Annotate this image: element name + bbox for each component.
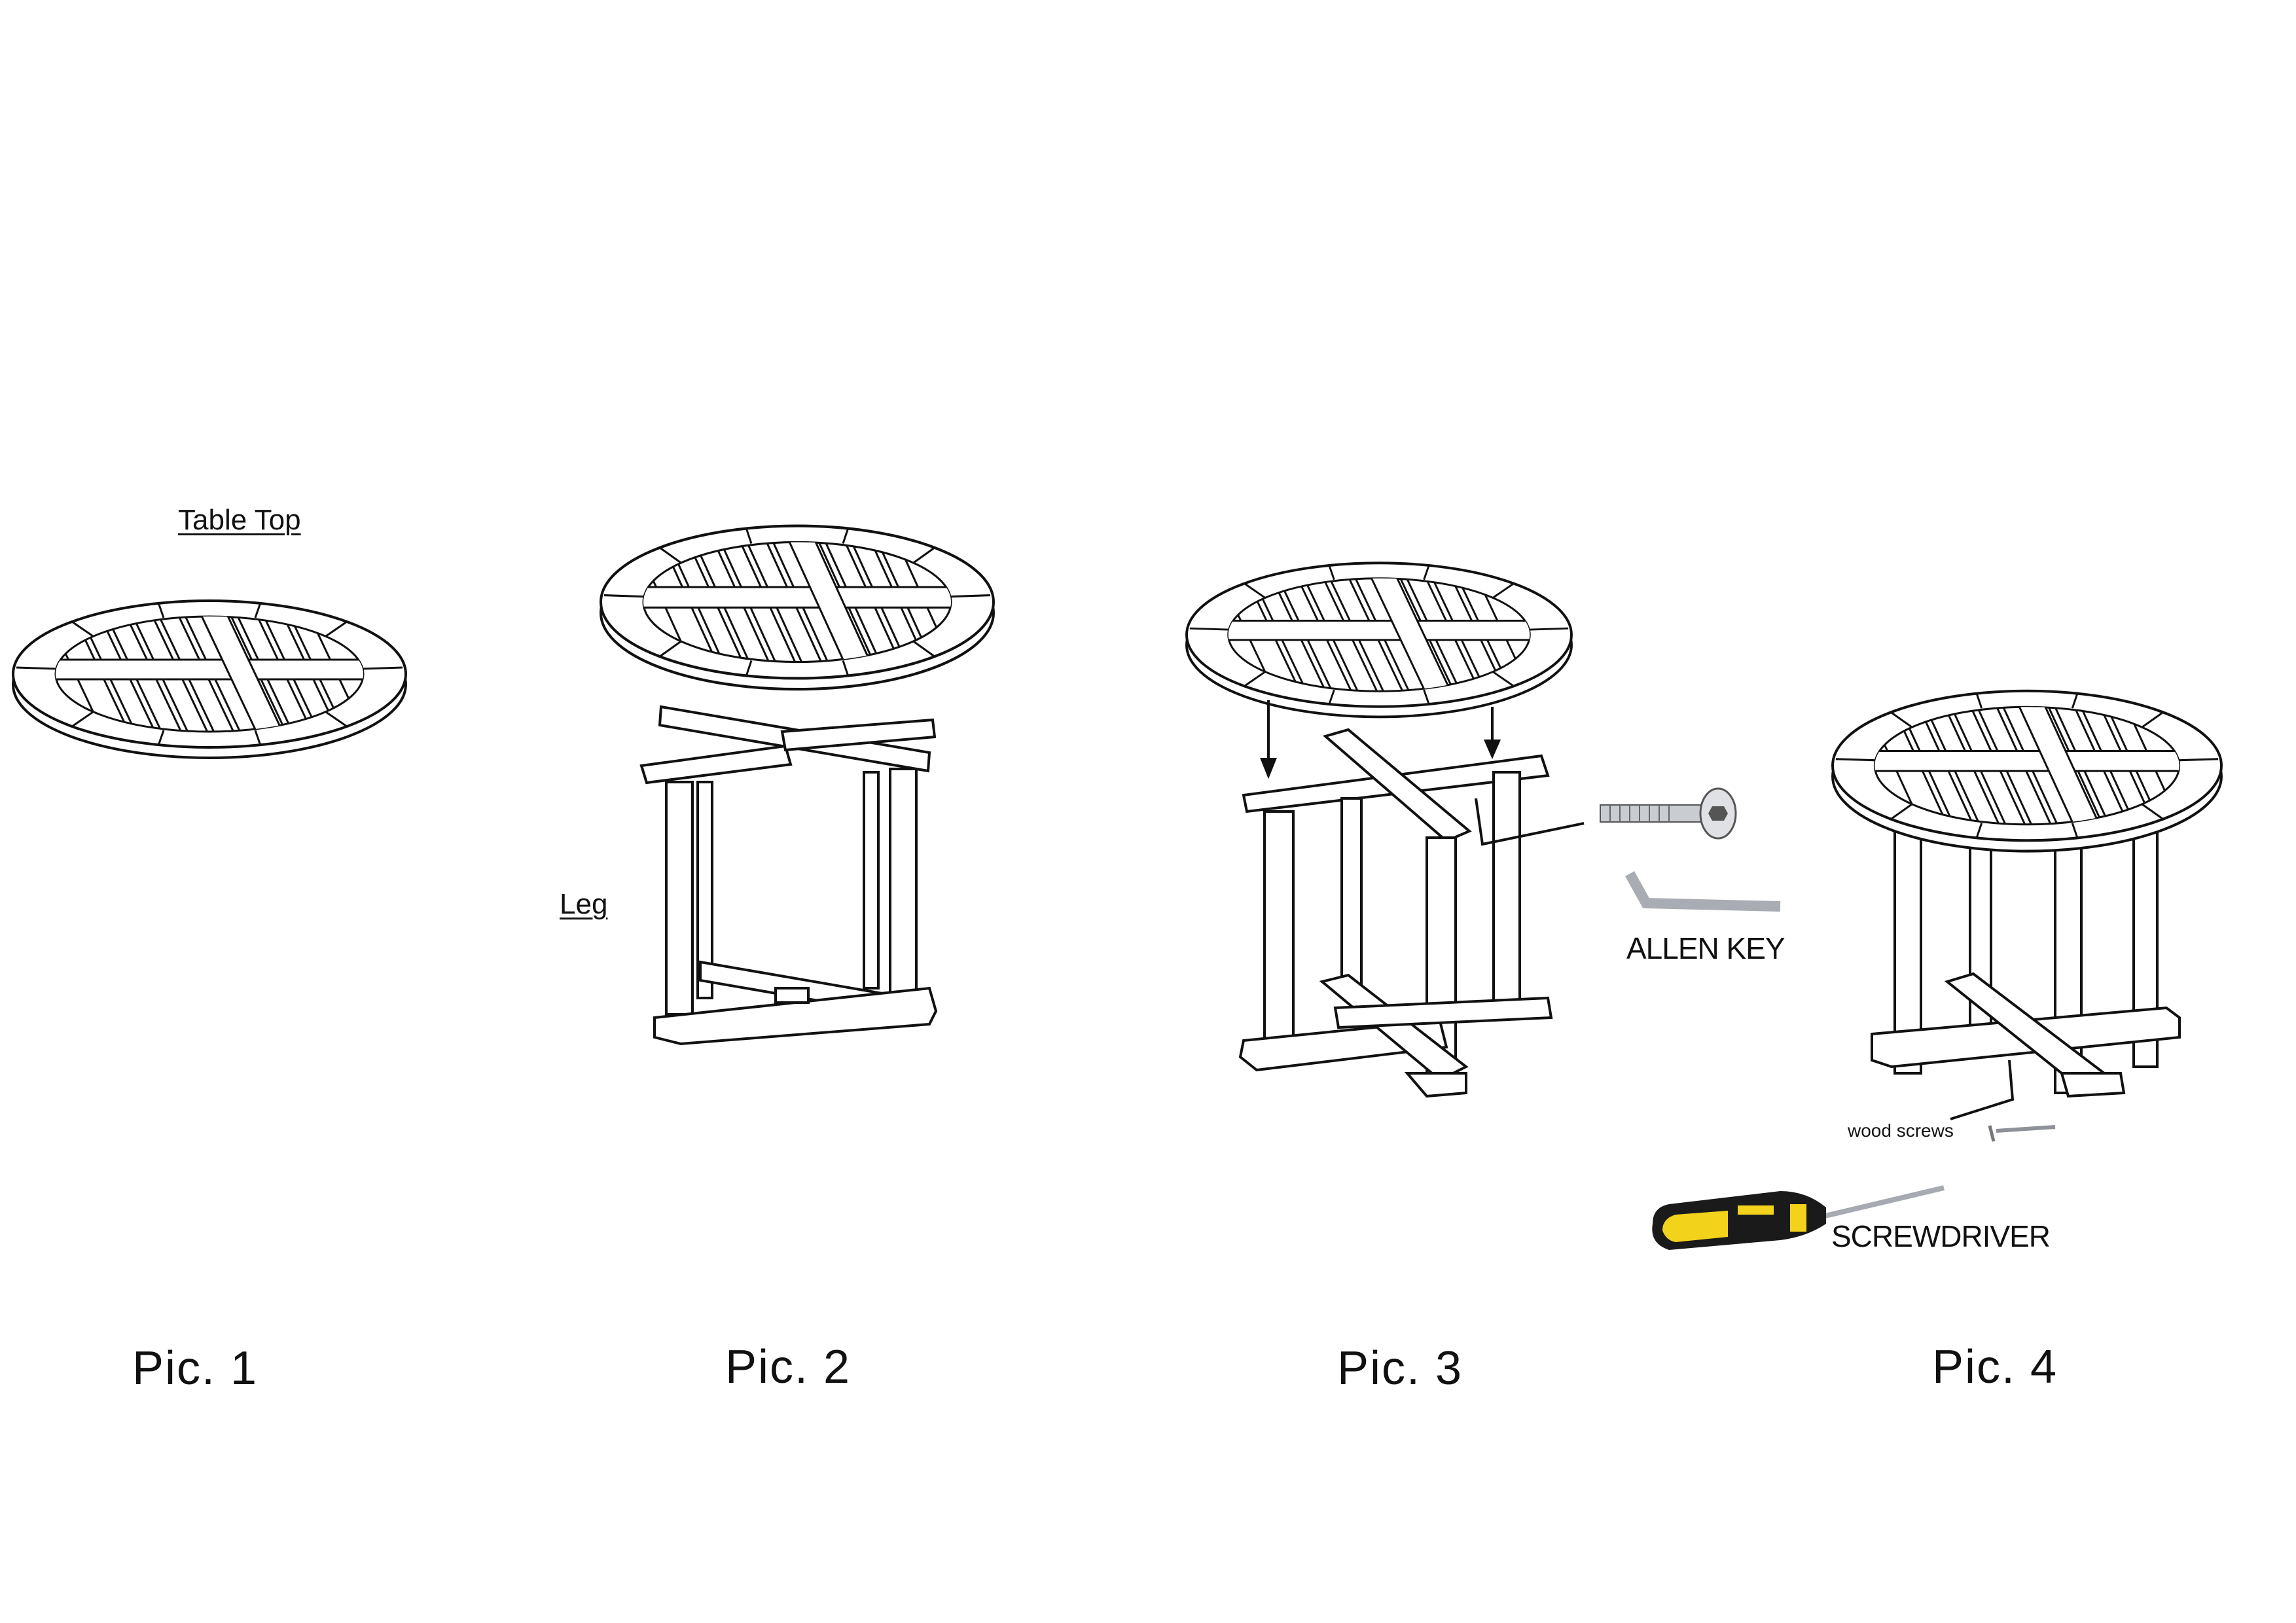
screwdriver-label: SCREWDRIVER [1831, 1219, 2051, 1253]
wood-screw-icon [1988, 1125, 2056, 1142]
allen-key-icon [1625, 871, 1781, 912]
screwdriver-icon [1652, 1185, 1945, 1250]
pic4-table-top [1833, 691, 2221, 851]
wood-screws-label: wood screws [1848, 1120, 1954, 1141]
leg-label: Leg [560, 888, 608, 920]
table-top-drawing [13, 601, 406, 758]
pic-4-caption: Pic. 4 [1932, 1341, 2058, 1393]
assembled-table-drawing [1871, 817, 2181, 1120]
table-top-label: Table Top [178, 504, 301, 536]
pic2-table-top [601, 526, 994, 690]
bolt-icon [1600, 787, 1737, 840]
assembly-drawing [1238, 700, 1585, 1098]
allen-key-label: ALLEN KEY [1626, 931, 1785, 965]
pic-3-caption: Pic. 3 [1337, 1342, 1463, 1395]
pic3-table-top [1187, 563, 1571, 717]
pic-1-caption: Pic. 1 [132, 1342, 259, 1395]
pic-2-caption: Pic. 2 [725, 1341, 852, 1393]
folded-leg-drawing [639, 705, 938, 1046]
